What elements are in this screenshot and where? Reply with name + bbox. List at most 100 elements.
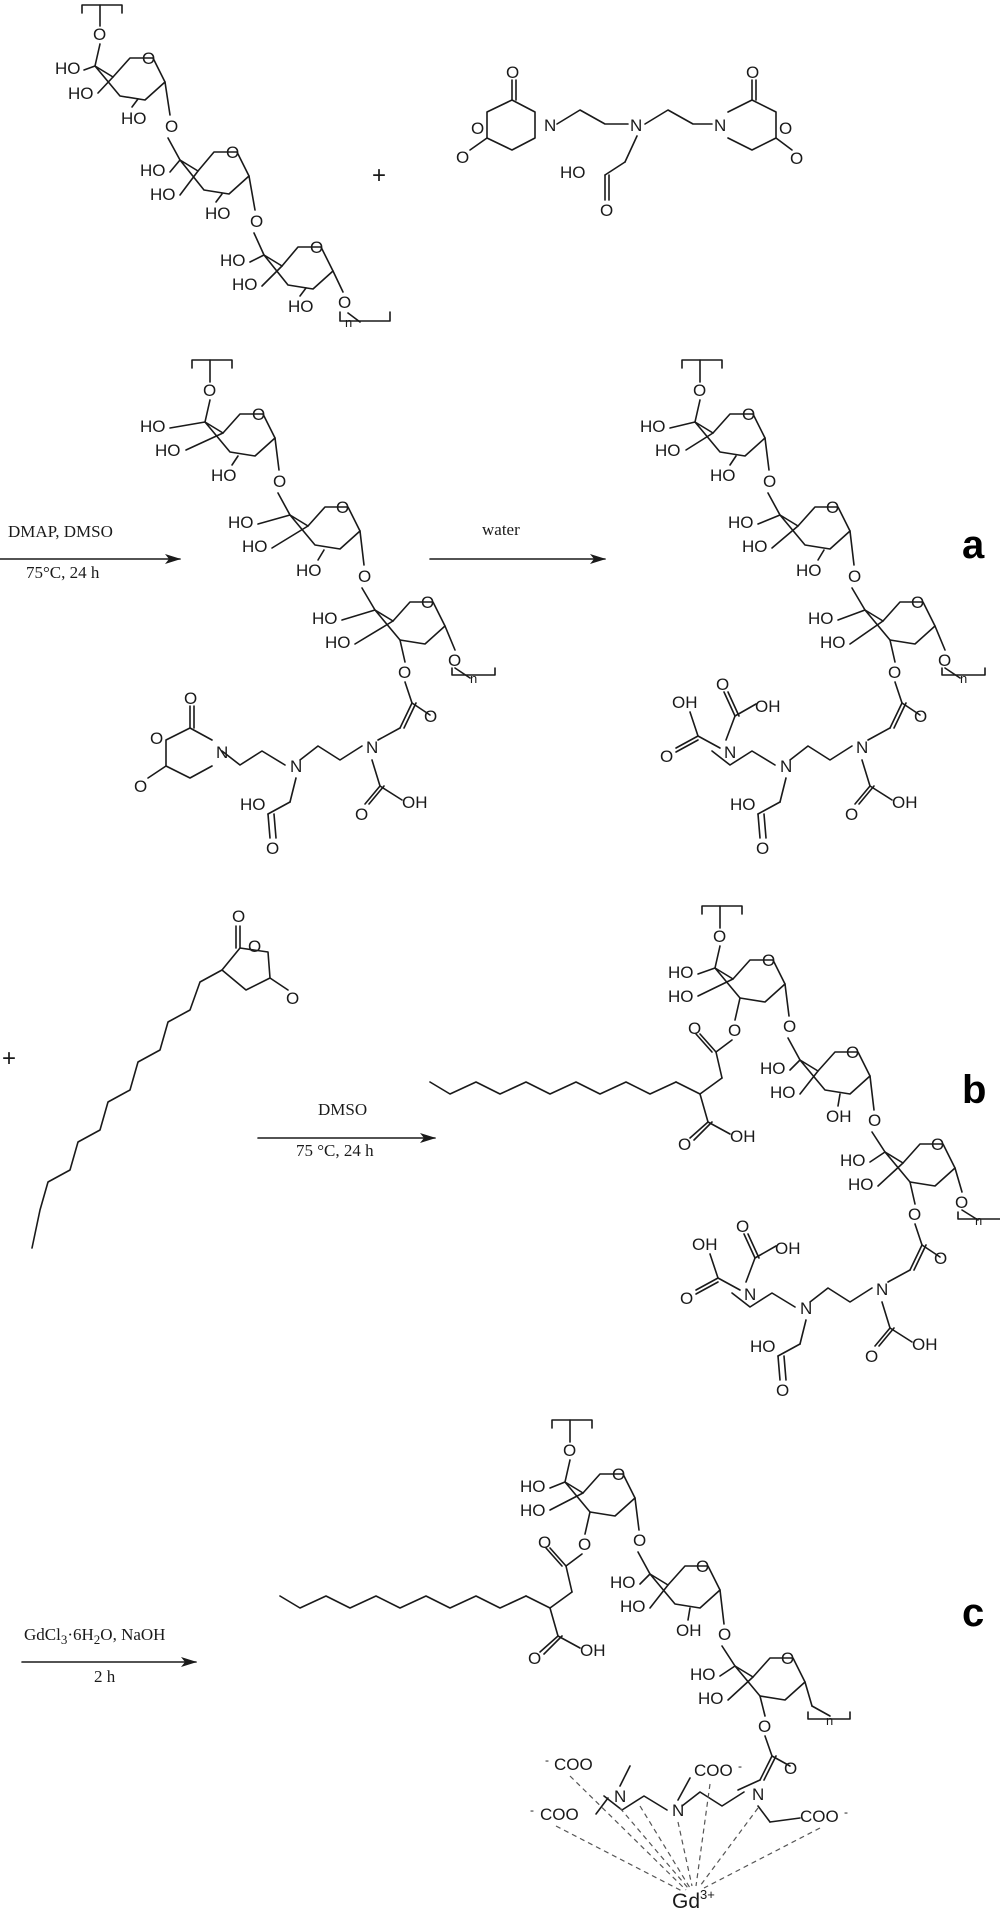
step3-conditions: 75 °C, 24 h [296, 1141, 374, 1160]
svg-text:n: n [975, 1213, 982, 1228]
gd-complexed-product: O O HO HO O O O O OH O HO HO OH [279, 1419, 851, 1911]
svg-text:O: O [633, 1531, 646, 1550]
svg-text:N: N [876, 1280, 888, 1299]
svg-text:O: O [142, 49, 155, 68]
svg-text:OH: OH [402, 793, 428, 812]
svg-text:N: N [752, 1785, 764, 1804]
svg-text:HO: HO [121, 109, 147, 128]
svg-text:OH: OH [826, 1107, 852, 1126]
step2-reagent: water [482, 520, 520, 539]
svg-text:HO: HO [288, 297, 314, 316]
svg-text:O: O [612, 1465, 625, 1484]
svg-text:O: O [931, 1135, 944, 1154]
svg-text:HO: HO [240, 795, 266, 814]
svg-text:O: O [938, 651, 951, 670]
svg-text:HO: HO [750, 1337, 776, 1356]
svg-text:HO: HO [840, 1151, 866, 1170]
svg-text:OH: OH [730, 1127, 756, 1146]
svg-text:O: O [538, 1533, 551, 1552]
svg-text:O: O [908, 1205, 921, 1224]
svg-text:HO: HO [668, 963, 694, 982]
svg-text:HO: HO [205, 204, 231, 223]
svg-text:n: n [470, 671, 477, 686]
svg-text:OH: OH [892, 793, 918, 812]
panel-label-c: c [962, 1591, 984, 1635]
svg-text:O: O [203, 381, 216, 400]
svg-text:-: - [844, 1805, 848, 1819]
svg-text:COO: COO [694, 1761, 733, 1780]
svg-text:O: O [252, 405, 265, 424]
step1-reagents: DMAP, DMSO [8, 522, 113, 541]
svg-text:O: O [273, 472, 286, 491]
step3-solvent: DMSO [318, 1100, 367, 1119]
svg-text:O: O [286, 989, 299, 1008]
svg-text:O: O [736, 1217, 749, 1236]
svg-text:HO: HO [232, 275, 258, 294]
svg-text:HO: HO [140, 417, 166, 436]
svg-text:HO: HO [520, 1501, 546, 1520]
step4-reagents: GdCl3·6H2O, NaOH [24, 1625, 165, 1647]
panel-label-b: b [962, 1068, 986, 1112]
svg-text:OH: OH [676, 1621, 702, 1640]
svg-text:N: N [714, 116, 726, 135]
svg-text:OH: OH [580, 1641, 606, 1660]
svg-text:HO: HO [730, 795, 756, 814]
dextran-dtpa-product: O O HO HO HO O O HO HO HO O O HO HO O n [640, 359, 986, 858]
svg-text:HO: HO [312, 609, 338, 628]
svg-text:O: O [696, 1557, 709, 1576]
svg-text:O: O [678, 1135, 691, 1154]
svg-text:HO: HO [668, 987, 694, 1006]
svg-text:N: N [800, 1299, 812, 1318]
svg-text:O: O [134, 777, 147, 796]
svg-text:O: O [150, 729, 163, 748]
svg-text:O: O [955, 1193, 968, 1212]
svg-text:HO: HO [640, 417, 666, 436]
svg-text:O: O [248, 937, 261, 956]
svg-text:HO: HO [68, 84, 94, 103]
svg-text:OH: OH [692, 1235, 718, 1254]
svg-text:HO: HO [220, 251, 246, 270]
svg-text:O: O [600, 201, 613, 220]
svg-text:N: N [366, 738, 378, 757]
svg-text:HO: HO [655, 441, 681, 460]
svg-text:O: O [266, 839, 279, 858]
amphiphilic-dextran-dtpa-product: O O HO HO O O O O OH O HO HO OH [429, 905, 1000, 1400]
plus-sign-2: + [2, 1045, 16, 1072]
svg-text:HO: HO [155, 441, 181, 460]
svg-text:n: n [826, 1713, 833, 1728]
svg-text:O: O [783, 1017, 796, 1036]
svg-text:O: O [713, 927, 726, 946]
svg-text:HO: HO [325, 633, 351, 652]
svg-text:O: O [848, 567, 861, 586]
svg-text:O: O [578, 1535, 591, 1554]
svg-text:HO: HO [228, 513, 254, 532]
plus-sign-1: + [372, 162, 386, 189]
svg-text:HO: HO [140, 161, 166, 180]
step4-conditions: 2 h [94, 1667, 116, 1686]
svg-text:O: O [718, 1625, 731, 1644]
svg-text:HO: HO [211, 466, 237, 485]
svg-text:O: O [456, 148, 469, 167]
svg-text:COO: COO [540, 1805, 579, 1824]
svg-text:O: O [165, 117, 178, 136]
svg-text:O: O [746, 63, 759, 82]
svg-text:HO: HO [242, 537, 268, 556]
svg-text:O: O [471, 119, 484, 138]
svg-text:N: N [544, 116, 556, 135]
dodecenyl-succinic-anhydride-reactant: O O O [31, 907, 299, 1249]
svg-text:O: O [563, 1441, 576, 1460]
svg-text:N: N [216, 743, 228, 762]
svg-text:O: O [506, 63, 519, 82]
svg-text:HO: HO [55, 59, 81, 78]
svg-text:HO: HO [520, 1477, 546, 1496]
svg-text:O: O [336, 498, 349, 517]
step1-conditions: 75°C, 24 h [26, 563, 100, 582]
dextran-dtpa-anhydride-intermediate: O O HO HO HO O O HO HO HO O O HO HO O n [134, 359, 496, 858]
svg-text:O: O [826, 498, 839, 517]
svg-text:HO: HO [742, 537, 768, 556]
svg-text:O: O [846, 1043, 859, 1062]
svg-text:O: O [693, 381, 706, 400]
svg-text:O: O [421, 593, 434, 612]
svg-text:HO: HO [820, 633, 846, 652]
